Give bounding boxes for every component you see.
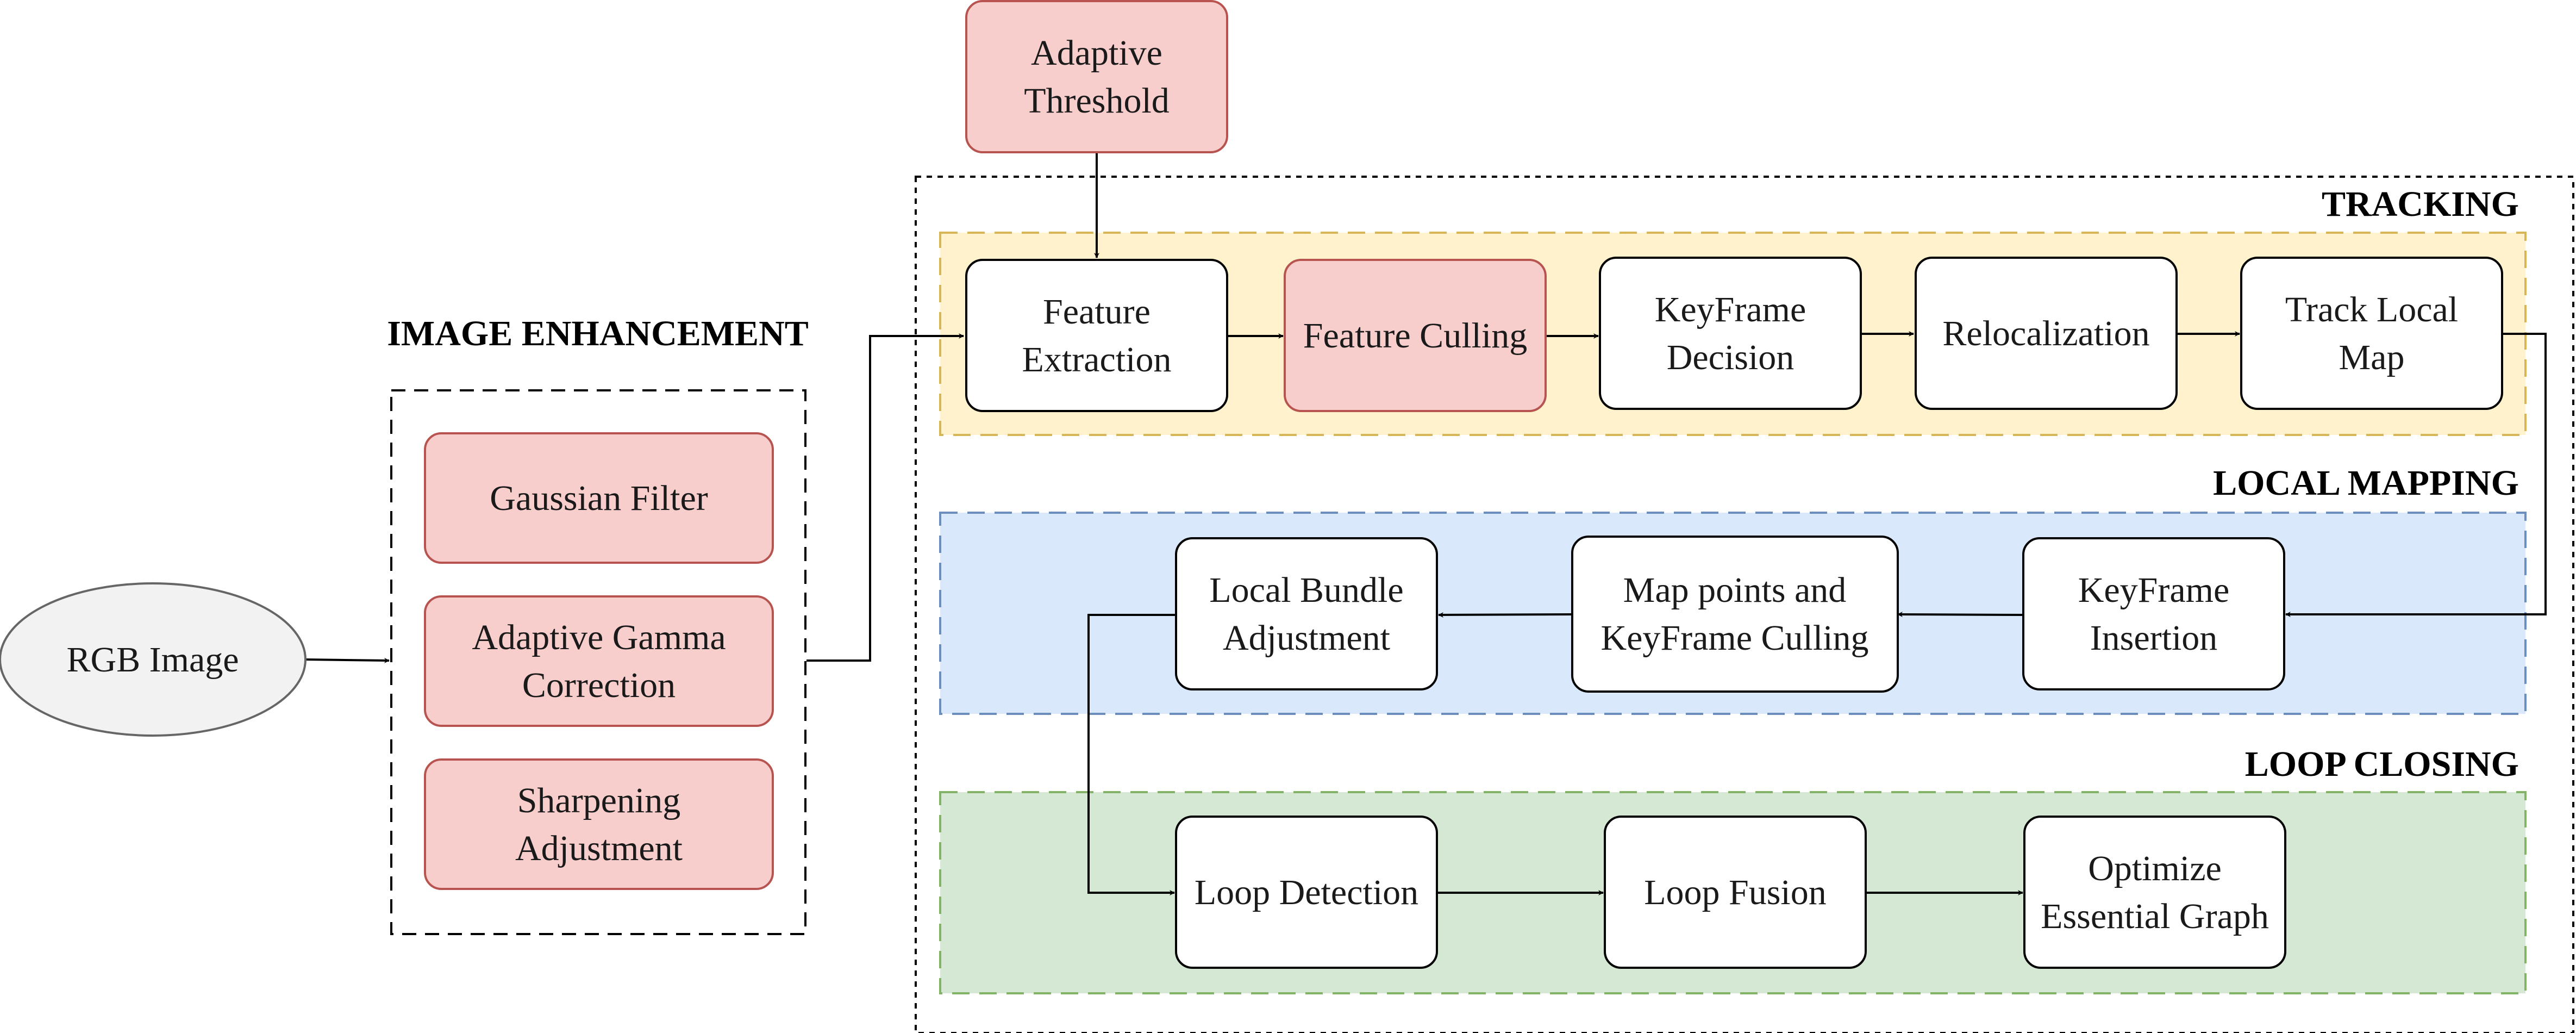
rgb-image-label: RGB Image bbox=[66, 640, 239, 680]
label-line: Adaptive Gamma bbox=[472, 618, 726, 657]
label-line: Adaptive bbox=[1031, 33, 1162, 73]
loop-closing-title: LOOP CLOSING bbox=[2245, 744, 2519, 784]
loop-fusion-node: Loop Fusion bbox=[1604, 816, 1867, 969]
edge-map-points-culling-to-local-ba bbox=[1438, 612, 1573, 618]
label-line: Correction bbox=[522, 665, 676, 705]
edge-keyframe-insertion-to-map-points-culling bbox=[1897, 612, 2024, 618]
image-enhancement-title: IMAGE ENHANCEMENT bbox=[387, 314, 809, 353]
edge-rgb-to-enhancement bbox=[305, 657, 390, 663]
local-mapping-title: LOCAL MAPPING bbox=[2213, 463, 2519, 503]
outer-slam-boundary bbox=[915, 176, 2574, 1033]
label-line: Feature bbox=[1043, 292, 1151, 332]
label-line: Adjustment bbox=[1223, 618, 1390, 658]
image-enhancement-boundary bbox=[390, 389, 806, 935]
label-line: RGB Image bbox=[66, 640, 239, 680]
edges bbox=[305, 152, 2547, 895]
edge-track-local-map-to-keyframe-insertion bbox=[2285, 333, 2547, 617]
label-line: Insertion bbox=[2090, 618, 2218, 658]
loop-detection-label: Loop Detection bbox=[1195, 873, 1418, 912]
edge-local-ba-to-loop-detection bbox=[1087, 614, 1176, 895]
label-line: Feature Culling bbox=[1303, 316, 1527, 356]
label-line: Local Bundle bbox=[1209, 570, 1403, 610]
relocalization-node: Relocalization bbox=[1915, 257, 2178, 410]
label-line: KeyFrame Culling bbox=[1600, 618, 1868, 658]
label-line: Adjustment bbox=[515, 829, 683, 868]
edge-enhancement-to-feature-extraction bbox=[806, 333, 964, 662]
label-line: Map points and bbox=[1623, 570, 1847, 610]
loop-fusion-label: Loop Fusion bbox=[1644, 873, 1827, 912]
label-line: KeyFrame bbox=[1655, 290, 1806, 329]
label-line: Track Local bbox=[2285, 290, 2458, 329]
label-line: Loop Detection bbox=[1195, 873, 1418, 912]
label-line: Optimize bbox=[2088, 849, 2222, 888]
loop-detection-node: Loop Detection bbox=[1175, 816, 1438, 969]
label-line: Gaussian Filter bbox=[490, 478, 708, 518]
label-line: Sharpening bbox=[517, 781, 681, 820]
label-line: Map bbox=[2339, 338, 2405, 377]
tracking-title: TRACKING bbox=[2322, 184, 2519, 224]
label-line: Essential Graph bbox=[2041, 897, 2269, 936]
label-line: Loop Fusion bbox=[1644, 873, 1827, 912]
feature-culling-node: Feature Culling bbox=[1284, 259, 1547, 412]
label-line: Decision bbox=[1667, 338, 1795, 377]
label-line: Relocalization bbox=[1942, 314, 2149, 353]
relocalization-label: Relocalization bbox=[1942, 314, 2149, 353]
rgb-image-node: RGB Image bbox=[0, 582, 307, 737]
gaussian-filter-label: Gaussian Filter bbox=[490, 478, 708, 518]
label-line: KeyFrame bbox=[2078, 570, 2230, 610]
feature-culling-label: Feature Culling bbox=[1303, 316, 1527, 356]
label-line: Extraction bbox=[1022, 340, 1172, 379]
label-line: Threshold bbox=[1024, 81, 1170, 121]
gaussian-filter-node: Gaussian Filter bbox=[424, 432, 774, 564]
